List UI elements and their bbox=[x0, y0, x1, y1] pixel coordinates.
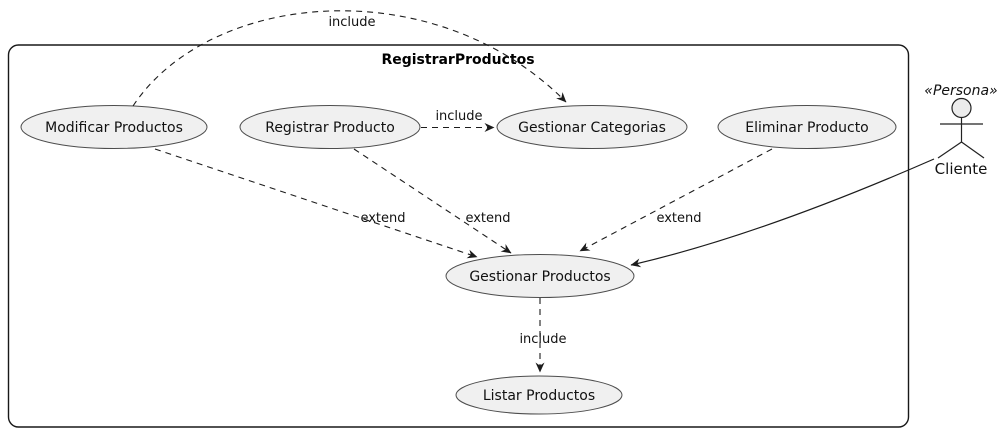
edge-label: extend bbox=[656, 211, 701, 226]
use-case-ellipse bbox=[445, 254, 635, 298]
use-case-ellipse bbox=[717, 105, 897, 149]
use-case-eliminar-producto: Eliminar Producto bbox=[717, 105, 897, 149]
actor-cliente: «Persona» Cliente bbox=[924, 83, 997, 178]
edge-include-registrar-to-categorias: include bbox=[421, 109, 495, 132]
edge-cliente-to-gestionar bbox=[630, 158, 935, 268]
edge-extend-eliminar-to-gestionar: extend bbox=[579, 148, 773, 252]
system-boundary-title: RegistrarProductos bbox=[381, 52, 534, 68]
use-case-gestionar-categorias: Gestionar Categorias bbox=[496, 105, 688, 149]
actor-leg-left bbox=[937, 141, 962, 159]
use-case-ellipse bbox=[496, 105, 688, 149]
edge-include-modificar-to-categorias: include bbox=[132, 10, 567, 107]
use-case-label: Registrar Producto bbox=[265, 120, 395, 136]
use-case-ellipse bbox=[20, 105, 208, 149]
use-case-ellipse bbox=[455, 375, 623, 415]
actor-stereotype: «Persona» bbox=[924, 83, 997, 99]
system-boundary bbox=[7, 44, 910, 428]
edge-label: include bbox=[328, 15, 375, 30]
actor-head bbox=[951, 97, 972, 119]
use-case-listar-productos: Listar Productos bbox=[455, 375, 623, 415]
use-case-registrar-producto: Registrar Producto bbox=[239, 105, 421, 149]
person-icon bbox=[937, 97, 985, 159]
edge-label: include bbox=[435, 109, 482, 124]
edge-line bbox=[132, 10, 567, 107]
use-case-label: Modificar Productos bbox=[45, 120, 183, 136]
edge-line bbox=[353, 148, 512, 254]
edge-line bbox=[154, 148, 478, 259]
edge-extend-modificar-to-gestionar: extend bbox=[154, 148, 478, 259]
actor-name: Cliente bbox=[935, 160, 988, 178]
edge-label: extend bbox=[465, 211, 510, 226]
edge-line bbox=[630, 158, 935, 268]
use-case-label: Eliminar Producto bbox=[745, 120, 869, 136]
use-case-label: Gestionar Categorias bbox=[518, 120, 666, 136]
use-case-modificar-productos: Modificar Productos bbox=[20, 105, 208, 149]
edge-include-gestionar-to-listar: include bbox=[519, 298, 567, 373]
edge-line bbox=[579, 148, 773, 252]
edge-extend-registrar-to-gestionar: extend bbox=[353, 148, 512, 254]
actor-leg-right bbox=[961, 141, 985, 159]
use-case-ellipse bbox=[239, 105, 421, 149]
use-case-label: Listar Productos bbox=[483, 388, 595, 404]
edge-label: include bbox=[519, 332, 566, 347]
use-case-label: Gestionar Productos bbox=[469, 269, 610, 285]
edge-label: extend bbox=[360, 211, 405, 226]
use-case-gestionar-productos: Gestionar Productos bbox=[445, 254, 635, 298]
